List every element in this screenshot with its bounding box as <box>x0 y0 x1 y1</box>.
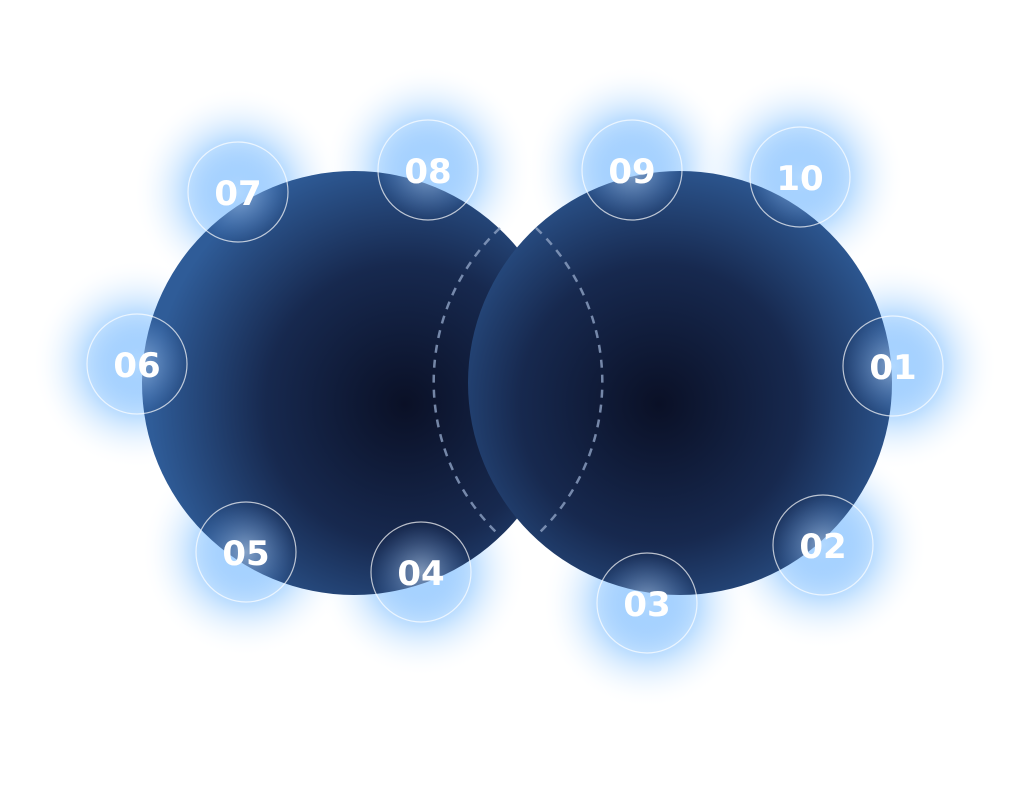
step-label: 05 <box>222 534 269 574</box>
step-inner-glow <box>843 316 943 416</box>
step-label: 04 <box>397 554 444 594</box>
step-inner-glow <box>378 120 478 220</box>
step-label: 06 <box>113 346 160 386</box>
step-badge-10: 10 <box>749 126 851 228</box>
step-badge-02: 02 <box>772 494 874 596</box>
step-badge-01: 01 <box>842 315 944 417</box>
step-ring <box>749 126 851 228</box>
step-label: 09 <box>608 152 655 192</box>
left-circle <box>142 171 566 595</box>
step-badge-08: 08 <box>377 119 479 221</box>
step-ring <box>195 501 297 603</box>
step-label: 01 <box>869 348 916 388</box>
step-ring <box>581 119 683 221</box>
step-badge-07: 07 <box>187 141 289 243</box>
step-badge-03: 03 <box>596 552 698 654</box>
step-inner-glow <box>87 314 187 414</box>
step-label: 10 <box>776 159 823 199</box>
step-inner-glow <box>196 502 296 602</box>
step-badge-05: 05 <box>195 501 297 603</box>
step-badge-06: 06 <box>86 313 188 415</box>
step-label: 02 <box>799 527 846 567</box>
step-ring <box>86 313 188 415</box>
step-inner-glow <box>750 127 850 227</box>
step-inner-glow <box>597 553 697 653</box>
dashed-arc-left <box>432 227 501 537</box>
step-inner-glow <box>371 522 471 622</box>
step-ring <box>377 119 479 221</box>
step-inner-glow <box>188 142 288 242</box>
step-badge-04: 04 <box>370 521 472 623</box>
step-ring <box>772 494 874 596</box>
step-label: 07 <box>214 174 261 214</box>
step-ring <box>596 552 698 654</box>
step-badge-09: 09 <box>581 119 683 221</box>
step-ring <box>370 521 472 623</box>
step-inner-glow <box>773 495 873 595</box>
step-inner-glow <box>582 120 682 220</box>
step-label: 08 <box>404 152 451 192</box>
step-label: 03 <box>623 585 670 625</box>
step-ring <box>842 315 944 417</box>
step-ring <box>187 141 289 243</box>
dashed-arc-right <box>535 227 604 537</box>
